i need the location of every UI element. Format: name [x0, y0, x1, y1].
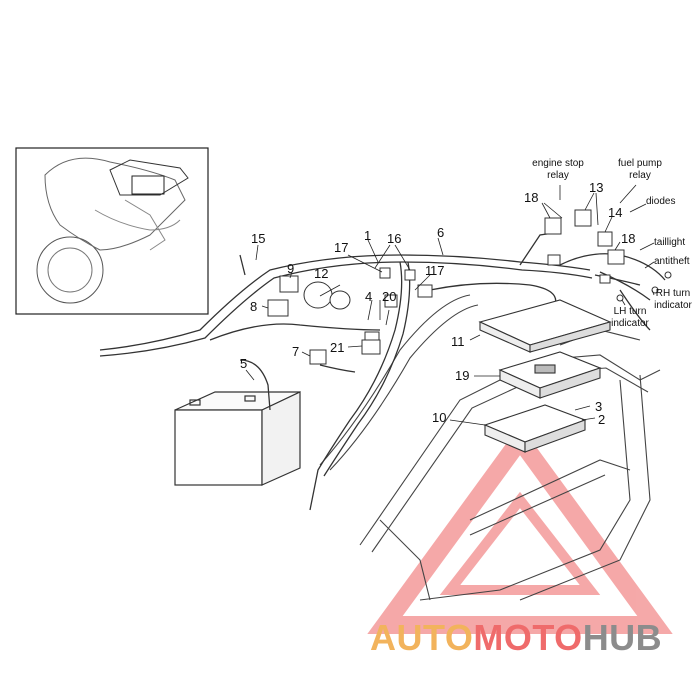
battery — [174, 391, 301, 486]
leader-lines — [245, 184, 655, 426]
label-diodes: diodes — [646, 196, 676, 207]
callout-14: 14 — [608, 205, 623, 220]
label-lh-turn-indicator: LH turn indicator — [611, 306, 649, 329]
watermark-triangle-inner — [439, 491, 601, 595]
callout-1b: 1 — [425, 263, 433, 278]
watermark-hub: HUB — [582, 617, 663, 658]
callout-6: 6 — [437, 225, 445, 240]
callout-18a: 18 — [524, 190, 539, 205]
callout-9: 9 — [287, 261, 295, 276]
watermark-text: AUTOMOTOHUB — [370, 620, 662, 656]
label-engine-stop-relay: engine stop relay — [532, 158, 584, 181]
callout-18b: 18 — [621, 231, 636, 246]
callout-16: 16 — [387, 231, 402, 246]
callout-17b: 17 — [430, 263, 445, 278]
callout-17a: 17 — [334, 240, 349, 255]
callout-20: 20 — [382, 289, 397, 304]
label-rh-turn-indicator: RH turn indicator — [654, 288, 692, 311]
callout-5: 5 — [240, 356, 248, 371]
callout-7: 7 — [292, 344, 300, 359]
label-taillight: taillight — [654, 237, 686, 248]
relay-18 — [544, 217, 562, 235]
callout-4: 4 — [365, 289, 373, 304]
callout-15: 15 — [251, 231, 266, 246]
watermark-auto: AUTO — [370, 617, 474, 658]
component-8 — [267, 299, 289, 317]
diode-14 — [597, 231, 613, 247]
component-9 — [279, 275, 299, 293]
callout-2: 2 — [598, 412, 606, 427]
horn-12 — [303, 281, 333, 309]
watermark-triangle-outer — [367, 424, 673, 634]
callout-1a: 1 — [364, 228, 372, 243]
callout-8: 8 — [250, 299, 258, 314]
relay-13 — [574, 209, 592, 227]
callout-13: 13 — [589, 180, 604, 195]
label-antitheft: antitheft — [654, 256, 690, 267]
component-7 — [309, 349, 327, 365]
watermark-moto: MOTO — [473, 617, 583, 658]
callout-11: 11 — [451, 334, 465, 349]
callout-12: 12 — [314, 266, 329, 281]
callout-3: 3 — [595, 399, 603, 414]
callout-10: 10 — [432, 410, 447, 425]
relay-18b — [607, 249, 625, 265]
callout-21: 21 — [330, 340, 345, 355]
watermark-logo — [367, 424, 673, 634]
motorcycle-inset — [15, 147, 209, 315]
label-fuel-pump-relay: fuel pump relay — [618, 158, 662, 181]
electronic-modules — [478, 299, 612, 453]
relay-21 — [361, 339, 381, 355]
callout-19: 19 — [455, 368, 470, 383]
small-components — [267, 209, 672, 365]
